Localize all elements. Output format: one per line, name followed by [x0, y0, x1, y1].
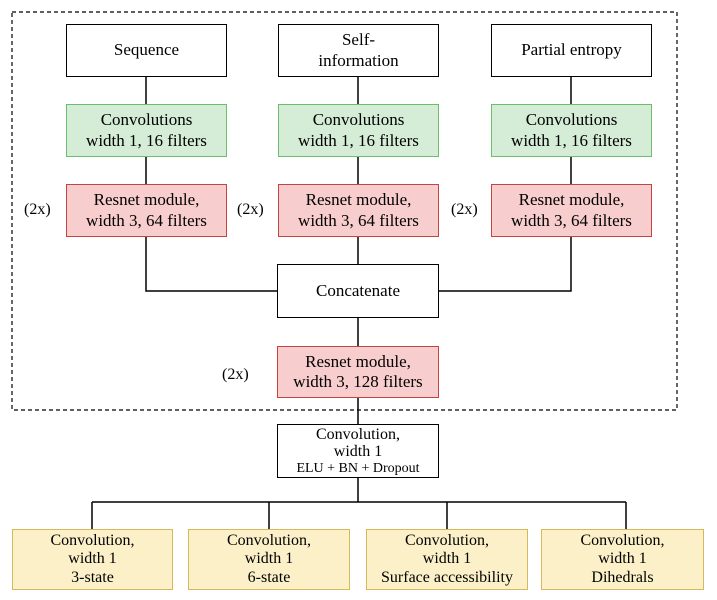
output-line3: 6-state — [247, 568, 291, 586]
conv-main-box: Convolution, width 1 ELU + BN + Dropout — [277, 424, 439, 478]
edge-res3-concat — [439, 237, 572, 292]
input-self-information-line1: Self- — [341, 30, 376, 50]
conv-line1: Convolutions — [525, 110, 618, 130]
concatenate-label: Concatenate — [315, 280, 400, 300]
output-line2: width 1 — [598, 550, 647, 568]
input-self-information: Self- information — [278, 24, 439, 77]
edge-res1-concat — [145, 237, 277, 292]
conv-main-line1: Convolution, — [315, 425, 400, 443]
output-line2: width 1 — [422, 550, 472, 568]
output-line2: width 1 — [68, 550, 117, 568]
resnet128-line2: width 3, 128 filters — [293, 372, 423, 391]
input-sequence: Sequence — [66, 24, 227, 77]
output-line1: Convolution, — [50, 531, 135, 549]
conv-box-sequence: Convolutions width 1, 16 filters — [66, 104, 227, 157]
input-sequence-label: Sequence — [113, 40, 180, 60]
resnet-line1: Resnet module, — [93, 190, 200, 210]
concatenate-box: Concatenate — [277, 264, 439, 318]
output-line1: Convolution, — [226, 531, 311, 549]
output-line3: Surface accessibility — [381, 568, 513, 586]
resnet-box-self-information: Resnet module, width 3, 64 filters — [278, 184, 439, 237]
resnet-line2: width 3, 64 filters — [86, 210, 207, 230]
output-box-dihedrals: Convolution, width 1 Dihedrals — [541, 529, 704, 590]
conv-line2: width 1, 16 filters — [86, 130, 207, 150]
conv-box-partial-entropy: Convolutions width 1, 16 filters — [491, 104, 652, 157]
resnet128-line1: Resnet module, — [305, 351, 411, 371]
input-partial-entropy-label: Partial entropy — [521, 40, 622, 60]
resnet128-box: Resnet module, width 3, 128 filters — [277, 346, 439, 398]
conv-line2: width 1, 16 filters — [298, 130, 419, 150]
input-partial-entropy: Partial entropy — [491, 24, 652, 77]
output-line2: width 1 — [244, 550, 294, 568]
conv-box-self-information: Convolutions width 1, 16 filters — [278, 104, 439, 157]
conv-line2: width 1, 16 filters — [511, 130, 632, 150]
output-box-surface-accessibility: Convolution, width 1 Surface accessibili… — [366, 529, 528, 590]
output-line1: Convolution, — [404, 531, 489, 549]
conv-main-line2: width 1 — [333, 443, 383, 461]
repeat-label-col3: (2x) — [451, 201, 478, 218]
resnet-line2: width 3, 64 filters — [298, 210, 419, 230]
conv-main-line3: ELU + BN + Dropout — [296, 460, 420, 476]
output-box-3-state: Convolution, width 1 3-state — [12, 529, 173, 590]
resnet-line1: Resnet module, — [518, 190, 625, 210]
resnet-line2: width 3, 64 filters — [511, 210, 632, 230]
conv-line1: Convolutions — [100, 110, 193, 130]
shared-module-dashed-frame — [11, 11, 678, 411]
output-line3: 3-state — [71, 568, 114, 586]
repeat-label-center: (2x) — [222, 366, 249, 383]
conv-line1: Convolutions — [312, 110, 405, 130]
repeat-label-col2: (2x) — [237, 201, 264, 218]
input-self-information-line2: information — [318, 50, 399, 70]
resnet-box-partial-entropy: Resnet module, width 3, 64 filters — [491, 184, 652, 237]
resnet-box-sequence: Resnet module, width 3, 64 filters — [66, 184, 227, 237]
output-box-6-state: Convolution, width 1 6-state — [188, 529, 350, 590]
repeat-label-col1: (2x) — [24, 201, 51, 218]
output-line1: Convolution, — [580, 531, 665, 549]
resnet-line1: Resnet module, — [305, 190, 412, 210]
output-line3: Dihedrals — [591, 568, 654, 586]
